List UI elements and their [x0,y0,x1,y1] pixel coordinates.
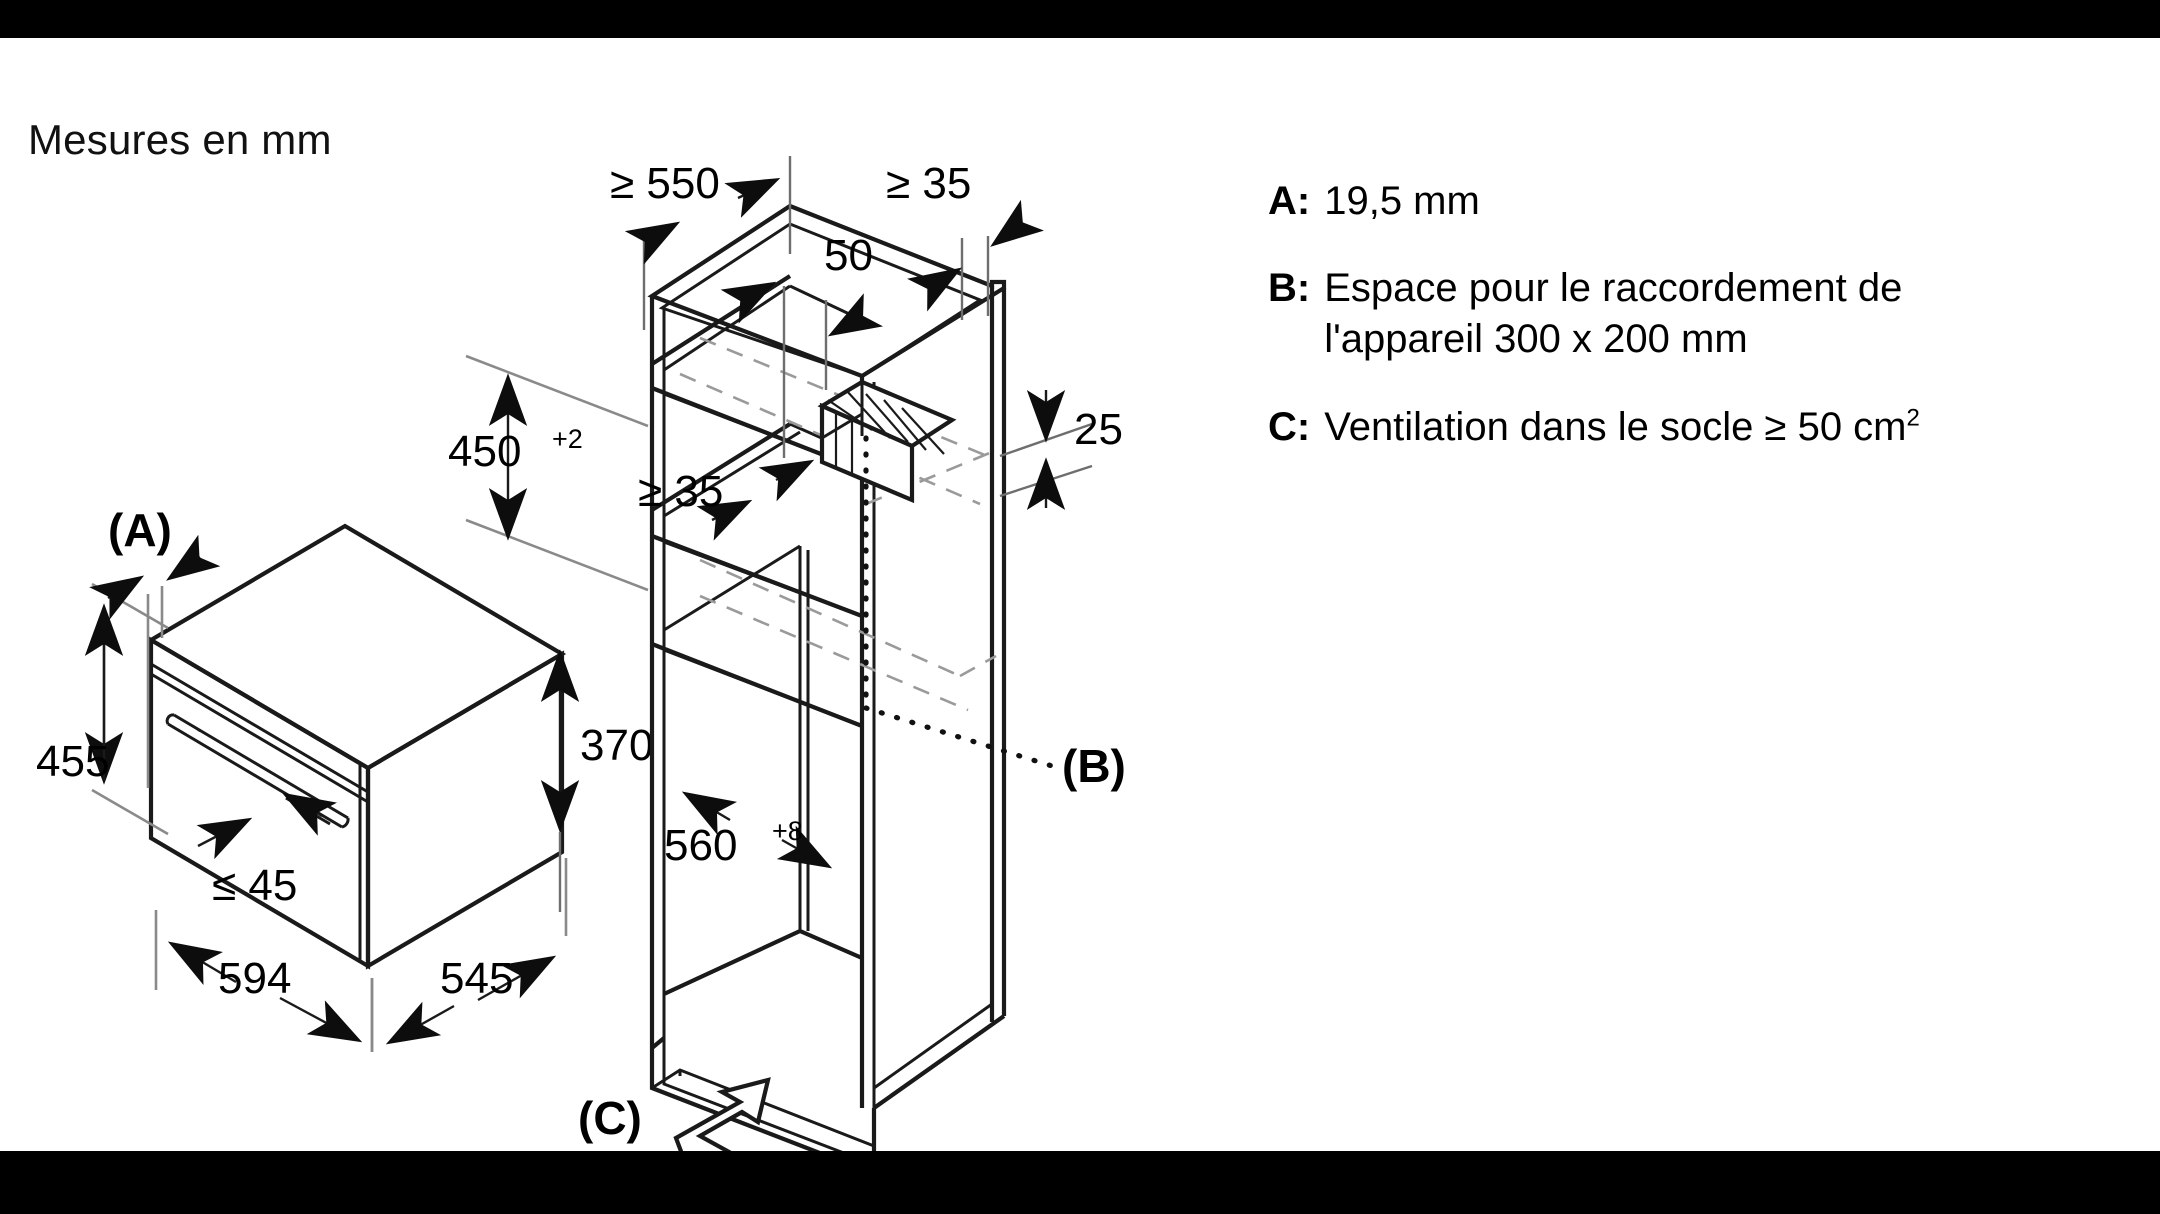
dim-appliance-depth: 545 [370,858,568,1052]
legend-key-c: C: [1268,404,1311,449]
dim-top-depth: ≥ 550 [610,156,792,330]
dim-455-label: 455 [36,737,109,786]
dim-450-sup: +2 [552,424,583,454]
cabinet-hidden-5 [699,594,969,712]
dim-25-label: 25 [1074,405,1123,454]
cabinet-shelf2-front2 [663,540,863,618]
appliance-door-edge-2 [150,672,369,804]
legend-value-c-sup: 2 [1906,404,1920,432]
cabinet-shelf2-top [650,422,792,512]
cabinet-hidden-4 [699,558,961,678]
appliance-front-face [148,636,371,970]
cabinet-plinth [649,1048,877,1151]
dim-550-label: ≥ 550 [610,159,720,208]
dim-50-label: 50 [824,231,873,280]
dim-545-label: 545 [440,954,513,1003]
callout-c-label: (C) [578,1092,642,1144]
cabinet-shelf3-left [663,544,801,632]
legend-value-c-text: Ventilation dans le socle ≥ 50 cm [1324,404,1907,449]
appliance-top-face [146,523,567,771]
technical-drawing: 455 (A) 370 [36,156,1126,1151]
cabinet-top-inner [658,222,984,378]
dim-top-right-gap: ≥ 35 [886,159,1044,320]
callout-a-label: (A) [108,504,172,556]
dim-370-label: 370 [580,721,653,770]
callout-b-label: (B) [1062,740,1126,792]
appliance-drawing: 455 (A) 370 [36,504,653,1052]
page-title: Mesures en mm [28,116,332,163]
dim-450-label: 450 [448,427,521,476]
dim-594-label: 594 [218,954,291,1003]
letterbox-top-bar [0,0,2160,38]
appliance-handle [165,713,350,829]
legend-item-a: A: 19,5 mm [1268,176,2068,227]
legend-value-c: Ventilation dans le socle ≥ 50 cm2 [1324,402,1920,453]
dim-niche-width: 560 +8 [664,791,833,870]
dim-35-mid-label: ≥ 35 [638,467,723,516]
cabinet-shelf3-front2 [663,648,863,728]
cabinet-shelf1-top-edge [650,274,792,366]
dim-560-label: 560 [664,821,737,870]
cabinet-floor [663,928,863,996]
dim-back-gap: 25 [999,390,1123,510]
letterbox-bottom-bar [0,1151,2160,1214]
cabinet-hidden-2 [679,372,981,506]
dim-appliance-side-depth: 370 [540,649,653,912]
diagram-canvas: Mesures en mm A: 19,5 mm B: Espace pour … [0,38,2160,1151]
dim-handle-clearance: ≤ 45 [196,792,338,910]
dim-appliance-width: 594 [154,910,374,1052]
cabinet-shelf1-left [663,284,791,372]
cabinet-hidden-3 [865,450,993,506]
dim-recess-top: 50 [720,231,884,458]
cabinet-floor-front [650,1036,666,1050]
appliance-side-face [365,650,565,970]
callout-c-arrow: (C) [578,1077,771,1151]
legend-item-b: B: Espace pour le raccordement de l'appa… [1268,263,2068,365]
dim-45-label: ≤ 45 [212,861,297,910]
legend-value-b: Espace pour le raccordement de l'apparei… [1324,266,1903,362]
dim-35-top-label: ≥ 35 [886,159,971,208]
cabinet-shelf2-left [663,430,801,518]
cabinet-right-bottom-edge2 [873,1002,993,1090]
dim-560-sup: +8 [772,816,803,846]
dim-shelf-gap: ≥ 35 [638,459,815,541]
cabinet-right-bottom-edge [872,1014,1006,1110]
legend-key-a: A: [1268,179,1311,223]
appliance-door-edge-1 [150,662,369,794]
callout-a: (A) [89,504,221,788]
cabinet-drawing: (B) (C) ≥ 550 [448,156,1126,1151]
legend-key-b: B: [1268,266,1311,311]
legend-panel: A: 19,5 mm B: Espace pour le raccordemen… [1268,176,2068,489]
callout-b-leader: (B) [863,435,1126,792]
legend-item-c: C: Ventilation dans le socle ≥ 50 cm2 [1268,402,2068,453]
cabinet-hidden-6 [959,654,997,678]
dim-niche-height: 450 +2 [448,354,649,592]
legend-value-a: 19,5 mm [1324,179,1480,223]
